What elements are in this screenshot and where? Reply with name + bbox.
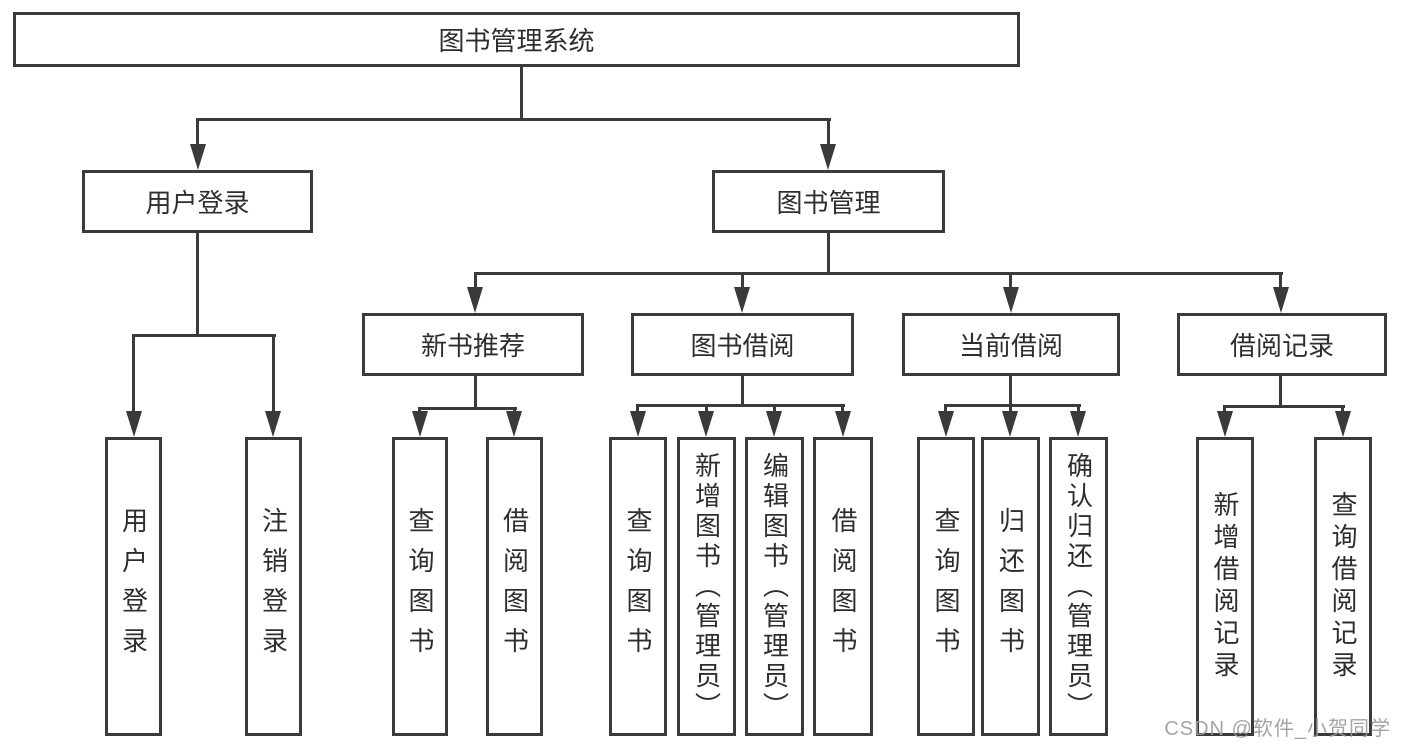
leaf-cb-return-book: 归还图书 (981, 437, 1040, 736)
connector-user-login-split (132, 334, 276, 337)
arrowhead-borrow-record (1273, 287, 1289, 313)
arrowhead-logout-leaf (265, 411, 281, 437)
leaf-nb-borrow-book-label: 借阅图书 (499, 506, 530, 667)
leaf-bb-query-book: 查询图书 (609, 437, 667, 736)
connector-user-login-stem (196, 230, 199, 336)
leaf-nb-query-book-label: 查询图书 (405, 506, 435, 667)
leaf-bb-add-book-admin-label: 新增图书（管理员） (691, 451, 722, 722)
leaf-cb-query-book: 查询图书 (917, 437, 975, 736)
node-current-borrow: 当前借阅 (902, 313, 1120, 376)
node-borrow-record-label: 借阅记录 (1229, 331, 1334, 361)
leaf-logout-label: 注销登录 (258, 506, 289, 667)
arrowhead-bb-add (698, 411, 714, 437)
leaf-br-add-record-label: 新增借阅记录 (1210, 490, 1240, 683)
leaf-bb-borrow-book-label: 借阅图书 (828, 506, 858, 667)
arrowhead-nb-query (412, 411, 428, 437)
node-root-label: 图书管理系统 (438, 26, 595, 56)
leaf-cb-query-book-label: 查询图书 (931, 506, 961, 667)
arrowhead-br-add (1217, 411, 1233, 437)
node-root: 图书管理系统 (13, 12, 1020, 67)
node-new-book-rec-label: 新书推荐 (420, 331, 525, 361)
connector-drop-user-login (196, 118, 199, 148)
connector-current-borrow-stem (1009, 373, 1012, 406)
leaf-cb-return-book-label: 归还图书 (995, 506, 1026, 667)
arrowhead-cb-return (1002, 411, 1018, 437)
arrowhead-user-login (190, 144, 206, 170)
connector-drop-book-mgmt (827, 118, 830, 148)
connector-root-stem (520, 65, 523, 121)
connector-drop-login-leaf (132, 334, 135, 413)
leaf-nb-query-book: 查询图书 (392, 437, 448, 736)
connector-root-split (196, 118, 831, 121)
leaf-br-query-record: 查询借阅记录 (1314, 437, 1372, 736)
arrowhead-new-book-rec (467, 287, 483, 313)
leaf-bb-add-book-admin: 新增图书（管理员） (677, 437, 736, 736)
leaf-bb-edit-book-admin: 编辑图书（管理员） (745, 437, 804, 736)
connector-new-book-stem (474, 373, 477, 409)
csdn-watermark: CSDN @软件_小贺同学 (1164, 718, 1391, 740)
connector-current-borrow-split (944, 404, 1081, 407)
node-book-mgmt: 图书管理 (712, 170, 945, 233)
leaf-bb-edit-book-admin-label: 编辑图书（管理员） (759, 451, 790, 722)
arrowhead-current-borrow (1003, 287, 1019, 313)
arrowhead-book-borrow (734, 287, 750, 313)
leaf-bb-query-book-label: 查询图书 (623, 506, 653, 667)
node-borrow-record: 借阅记录 (1177, 313, 1387, 376)
leaf-br-add-record: 新增借阅记录 (1196, 437, 1254, 736)
connector-borrow-record-stem (1279, 373, 1282, 407)
connector-book-borrow-stem (741, 373, 744, 406)
connector-borrow-record-split (1223, 405, 1345, 408)
node-book-borrow: 图书借阅 (631, 313, 854, 376)
arrowhead-br-query (1335, 411, 1351, 437)
node-current-borrow-label: 当前借阅 (958, 331, 1063, 361)
leaf-bb-borrow-book: 借阅图书 (813, 437, 873, 736)
connector-new-book-split (418, 407, 517, 410)
connector-book-mgmt-split (474, 272, 1283, 275)
leaf-user-login: 用户登录 (105, 437, 162, 736)
connector-book-borrow-split (636, 404, 845, 407)
node-user-login: 用户登录 (82, 170, 313, 233)
connector-book-mgmt-stem (827, 230, 830, 274)
node-user-login-label: 用户登录 (145, 188, 250, 218)
node-book-borrow-label: 图书借阅 (690, 331, 795, 361)
leaf-logout: 注销登录 (245, 437, 302, 736)
connector-drop-borrow-record (1279, 272, 1282, 292)
arrowhead-cb-query (938, 411, 954, 437)
arrowhead-book-mgmt (820, 144, 836, 170)
leaf-br-query-record-label: 查询借阅记录 (1328, 490, 1358, 683)
node-new-book-rec: 新书推荐 (362, 313, 584, 376)
leaf-cb-confirm-return-admin: 确认归还（管理员） (1049, 437, 1108, 736)
leaf-user-login-label: 用户登录 (118, 506, 149, 667)
arrowhead-login-leaf (126, 411, 142, 437)
connector-drop-new-book-rec (474, 272, 477, 292)
arrowhead-cb-confirm (1070, 411, 1086, 437)
arrowhead-bb-borrow (835, 411, 851, 437)
leaf-cb-confirm-return-admin-label: 确认归还（管理员） (1063, 451, 1094, 722)
arrowhead-bb-query (630, 411, 646, 437)
connector-drop-current-borrow (1009, 272, 1012, 292)
arrowhead-nb-borrow (506, 411, 522, 437)
leaf-nb-borrow-book: 借阅图书 (486, 437, 543, 736)
connector-drop-book-borrow (741, 272, 744, 292)
connector-drop-logout-leaf (272, 334, 275, 413)
arrowhead-bb-edit (766, 411, 782, 437)
node-book-mgmt-label: 图书管理 (776, 188, 881, 218)
